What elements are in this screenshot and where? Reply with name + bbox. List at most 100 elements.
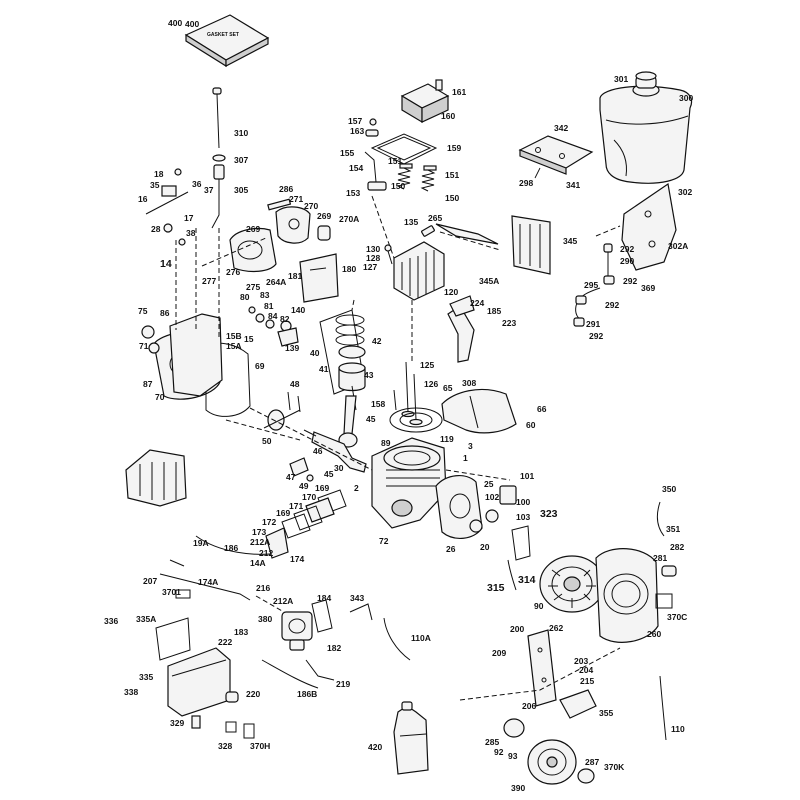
callout-75: 75	[138, 306, 148, 316]
camshaft	[263, 391, 301, 431]
flywheel	[539, 555, 605, 613]
crankcase-side-cover	[435, 475, 483, 539]
callout-182: 182	[327, 643, 341, 653]
crankcase-block	[169, 313, 223, 397]
callout-345A: 345A	[479, 276, 499, 286]
callout-219: 219	[336, 679, 350, 689]
callout-1: 1	[463, 453, 468, 463]
callout-186: 186	[224, 543, 238, 553]
callout-14: 14	[160, 258, 172, 270]
ground-wire	[349, 603, 411, 661]
head-gasket	[389, 407, 443, 433]
muffler-shield	[511, 215, 551, 275]
callout-49: 49	[299, 481, 309, 491]
callout-209: 209	[492, 648, 506, 658]
callout-93: 93	[508, 751, 518, 761]
callout-180: 180	[342, 264, 356, 274]
callout-328: 328	[218, 741, 232, 751]
callout-155: 155	[340, 148, 354, 158]
callout-323: 323	[540, 508, 558, 520]
gasket-set-box: GASKET SET	[184, 14, 270, 68]
callout-127: 127	[363, 262, 377, 272]
callout-342: 342	[554, 123, 568, 133]
callout-292: 292	[589, 331, 603, 341]
engine-block-cutaway	[125, 449, 187, 507]
callout-295: 295	[584, 280, 598, 290]
tank-bracket	[518, 135, 594, 179]
callout-169: 169	[315, 483, 329, 493]
callout-37: 37	[204, 185, 214, 195]
callout-128: 128	[366, 253, 380, 263]
callout-212A: 212A	[273, 596, 293, 606]
callout-292: 292	[620, 244, 634, 254]
callout-84: 84	[268, 311, 278, 321]
callout-270A: 270A	[339, 214, 359, 224]
callout-355: 355	[599, 708, 613, 718]
spark-plug	[421, 223, 499, 245]
callout-186B: 186B	[297, 689, 317, 699]
callout-82: 82	[280, 314, 290, 324]
callout-15: 15	[244, 334, 254, 344]
callout-38: 38	[186, 228, 196, 238]
callout-308: 308	[462, 378, 476, 388]
callout-260: 260	[647, 629, 661, 639]
callout-3: 3	[468, 441, 473, 451]
breather-parts	[289, 457, 314, 482]
callout-184: 184	[317, 593, 331, 603]
fuel-line-assembly	[573, 243, 615, 327]
decals-small	[225, 721, 255, 739]
callout-380: 380	[258, 614, 272, 624]
callout-153: 153	[346, 188, 360, 198]
callout-89: 89	[381, 438, 391, 448]
callout-70: 70	[155, 392, 165, 402]
assembly-guide-lines	[195, 195, 621, 613]
valves	[393, 361, 423, 426]
callout-282: 282	[670, 542, 684, 552]
callout-285: 285	[485, 737, 499, 747]
callout-102: 102	[485, 492, 499, 502]
callout-126: 126	[424, 379, 438, 389]
callout-19A: 19A	[193, 538, 209, 548]
callout-220: 220	[246, 689, 260, 699]
oil-bottle	[393, 701, 429, 775]
callout-301: 301	[614, 74, 628, 84]
callout-315: 315	[487, 582, 505, 594]
callout-72: 72	[379, 536, 389, 546]
callout-30: 30	[334, 463, 344, 473]
callout-298: 298	[519, 178, 533, 188]
callout-207: 207	[143, 576, 157, 586]
callout-203: 203	[574, 656, 588, 666]
callout-46: 46	[313, 446, 323, 456]
ignition-module	[485, 485, 677, 609]
cylinder-head	[384, 241, 445, 301]
callout-47: 47	[286, 472, 296, 482]
callout-314: 314	[518, 574, 536, 586]
callout-206: 206	[522, 701, 536, 711]
callout-14A: 14A	[250, 558, 266, 568]
callout-287: 287	[585, 757, 599, 767]
callout-335: 335	[139, 672, 153, 682]
callout-161: 161	[452, 87, 466, 97]
callout-302A: 302A	[668, 241, 688, 251]
callout-3701: 3701	[162, 587, 181, 597]
callout-69: 69	[255, 361, 265, 371]
callout-290: 290	[620, 256, 634, 266]
control-linkage	[159, 527, 289, 601]
callout-185: 185	[487, 306, 501, 316]
callout-42: 42	[372, 336, 382, 346]
callout-343: 343	[350, 593, 364, 603]
callout-135: 135	[404, 217, 418, 227]
callout-150: 150	[391, 181, 405, 191]
callout-224: 224	[470, 298, 484, 308]
callout-370K: 370K	[604, 762, 625, 772]
callout-335A: 335A	[136, 614, 156, 624]
callout-92: 92	[494, 747, 504, 757]
callout-215: 215	[580, 676, 594, 686]
callout-216: 216	[256, 583, 270, 593]
callout-329: 329	[170, 718, 184, 728]
callout-169: 169	[276, 508, 290, 518]
callout-204: 204	[579, 665, 593, 675]
callout-222: 222	[218, 637, 232, 647]
callout-43: 43	[364, 370, 374, 380]
